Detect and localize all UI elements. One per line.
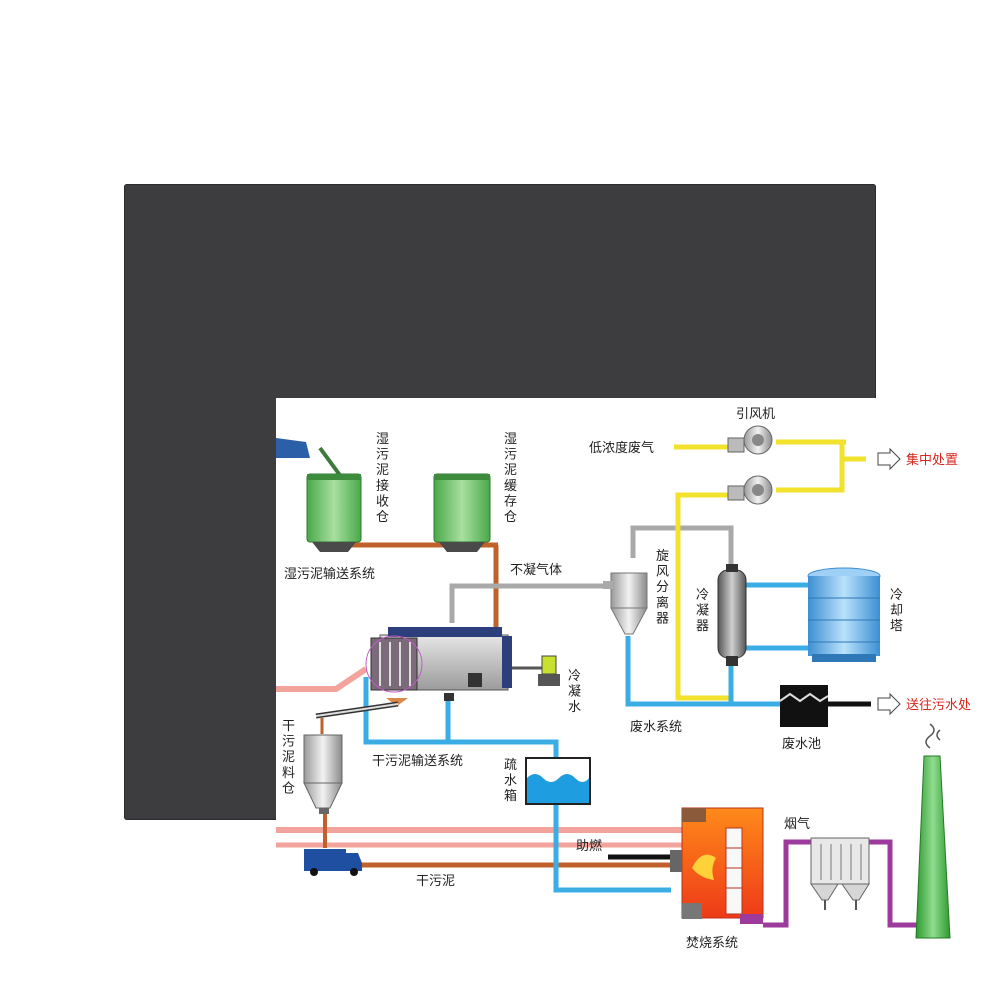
drain-tank-out-pipe bbox=[553, 802, 671, 893]
label-combustion-aid: 助燃 bbox=[576, 838, 602, 854]
bag-filter bbox=[810, 837, 870, 910]
steam-pipe-upper bbox=[276, 666, 368, 692]
label-low-conc-gas: 低浓度废气 bbox=[589, 440, 654, 456]
flue-gas-pipe bbox=[763, 839, 811, 928]
dry-sludge-silo bbox=[303, 734, 343, 814]
induced-draft-fan-2 bbox=[727, 475, 773, 505]
label-noncondensable-gas: 不凝气体 bbox=[510, 562, 562, 578]
cyclone-to-condenser-pipe bbox=[630, 525, 734, 570]
wastewater-pool bbox=[779, 685, 829, 727]
chimney bbox=[915, 723, 951, 939]
process-flow-diagram: 湿污泥接收仓 湿污泥缓存仓 湿污泥输送系统 不凝气体 低浓度废气 引风机 集中处… bbox=[276, 407, 971, 951]
label-dry-conveying: 干污泥输送系统 bbox=[372, 753, 463, 769]
label-to-sewage: 送往污水处 bbox=[906, 698, 971, 713]
monitor-bezel: 湿污泥接收仓 湿污泥缓存仓 湿污泥输送系统 不凝气体 低浓度废气 引风机 集中处… bbox=[124, 184, 971, 967]
cooling-tower bbox=[807, 567, 881, 662]
label-wastewater-pool: 废水池 bbox=[782, 736, 821, 752]
label-condensate: 冷凝水 bbox=[568, 669, 581, 715]
label-wet-receive-bin: 湿污泥接收仓 bbox=[376, 432, 389, 525]
wet-buffer-bin bbox=[433, 473, 491, 552]
cyclone-separator bbox=[603, 572, 648, 635]
label-condenser: 冷凝器 bbox=[696, 588, 709, 634]
monitor-screen: 湿污泥接收仓 湿污泥缓存仓 湿污泥输送系统 不凝气体 低浓度废气 引风机 集中处… bbox=[276, 398, 971, 967]
wet-receive-bin bbox=[306, 473, 362, 552]
central-arrow-icon bbox=[877, 447, 901, 471]
induced-draft-fan-1 bbox=[727, 425, 773, 455]
condenser bbox=[717, 564, 747, 666]
sewage-arrow-icon bbox=[877, 692, 901, 716]
labels: 湿污泥接收仓 湿污泥缓存仓 湿污泥输送系统 不凝气体 低浓度废气 引风机 集中处… bbox=[282, 407, 971, 951]
dry-sludge-truck bbox=[304, 849, 362, 876]
incinerator bbox=[670, 807, 764, 924]
label-fan: 引风机 bbox=[736, 407, 775, 422]
dry-sludge-conveyor bbox=[315, 701, 399, 734]
label-drain-tank: 疏水箱 bbox=[504, 758, 517, 804]
label-wet-buffer-bin: 湿污泥缓存仓 bbox=[504, 432, 517, 525]
label-central-treatment: 集中处置 bbox=[906, 452, 958, 468]
label-wastewater-sys: 废水系统 bbox=[630, 719, 682, 735]
noncondensable-gas-pipe bbox=[449, 583, 611, 623]
fan-collect-pipe bbox=[776, 442, 845, 493]
drain-tank bbox=[525, 757, 591, 805]
label-cooling-tower: 冷却塔 bbox=[890, 588, 903, 634]
label-dry-silo: 干污泥料仓 bbox=[282, 719, 295, 796]
label-dry-sludge: 干污泥 bbox=[416, 874, 455, 889]
label-flue-gas: 烟气 bbox=[784, 816, 810, 832]
sludge-dryer bbox=[365, 627, 560, 706]
label-cyclone: 旋风分离器 bbox=[656, 549, 669, 626]
label-incineration: 焚烧系统 bbox=[686, 936, 738, 951]
flue-to-chimney-pipe bbox=[868, 839, 920, 928]
smoke-icon bbox=[925, 723, 941, 749]
label-wet-conveying: 湿污泥输送系统 bbox=[284, 566, 375, 582]
wet-sludge-truck bbox=[276, 438, 344, 480]
